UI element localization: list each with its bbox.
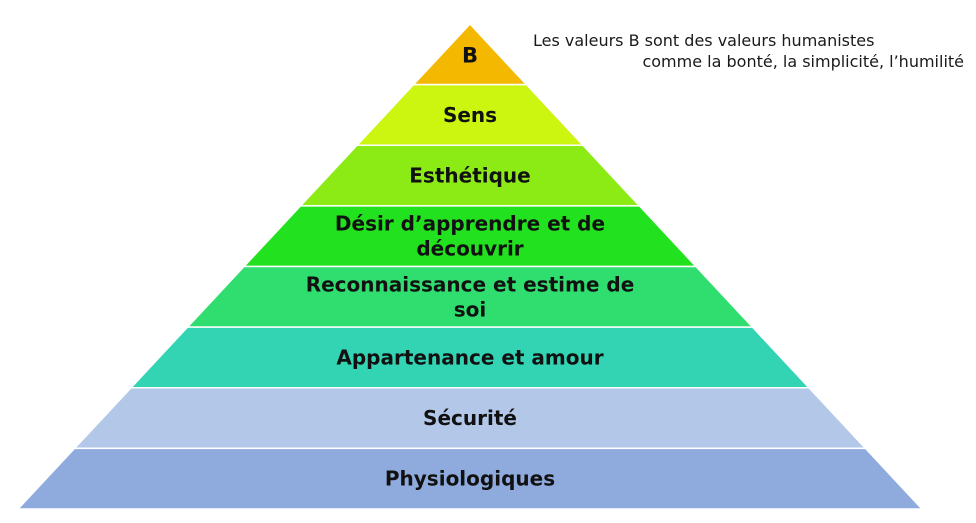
tier-label-reconnaissance-et-estime-de-soi-line-2: soi	[454, 297, 487, 321]
annotation-line-1: Les valeurs B sont des valeurs humaniste…	[533, 31, 875, 50]
tier-securite: Sécurité	[72, 387, 868, 450]
tier-shape-physiologiques	[16, 447, 924, 510]
tier-physiologiques: Physiologiques	[16, 447, 924, 510]
tier-label-desir-d-apprendre-et-de-decouvrir-line-1: Désir d’apprendre et de	[335, 212, 605, 236]
tier-label-securite: Sécurité	[423, 406, 517, 430]
tier-label-desir-d-apprendre-et-de-decouvrir-line-2: découvrir	[416, 237, 523, 261]
tier-label-b: B	[462, 44, 478, 68]
tier-b: B	[411, 22, 529, 86]
tier-label-sens: Sens	[443, 103, 497, 127]
tier-label-physiologiques: Physiologiques	[385, 467, 555, 491]
tier-label-appartenance-et-amour: Appartenance et amour	[336, 345, 603, 369]
tier-sens: Sens	[355, 83, 585, 146]
tier-appartenance-et-amour: Appartenance et amour	[129, 326, 811, 389]
annotation-line-2: comme la bonté, la simplicité, l’humilit…	[642, 52, 964, 71]
tier-label-esthetique: Esthétique	[409, 164, 530, 188]
tier-label-reconnaissance-et-estime-de-soi-line-1: Reconnaissance et estime de	[306, 272, 635, 296]
tier-esthetique: Esthétique	[298, 144, 642, 207]
